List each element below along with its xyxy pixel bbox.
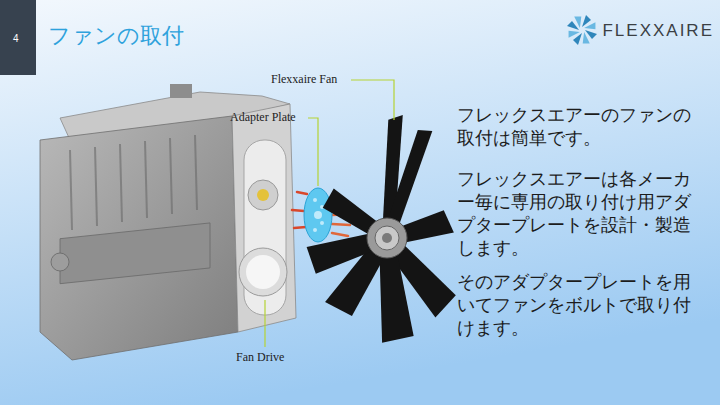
callout-label: Adapter Plate <box>230 110 296 124</box>
page-number: 4 <box>13 33 19 45</box>
callout-label: Fan Drive <box>236 350 284 364</box>
logo-icon <box>565 13 599 47</box>
logo-text: FLEXXAIRE <box>602 21 714 41</box>
fan-drawing <box>307 114 459 343</box>
engine-drawing <box>40 84 296 360</box>
body-paragraph: フレックスエアーのファンの取付は簡単です。 <box>457 104 695 150</box>
body-paragraph: そのアダプタープレートを用いてファンをボルトで取り付けます。 <box>457 271 695 340</box>
adapter-plate <box>304 188 332 242</box>
callout-label: Flexxaire Fan <box>271 72 337 86</box>
slide-title: ファンの取付 <box>48 21 184 51</box>
page-tab <box>0 0 36 75</box>
body-paragraph: フレックスエアーは各メーカー毎に専用の取り付け用アダプタープレートを設計・製造し… <box>457 168 695 260</box>
